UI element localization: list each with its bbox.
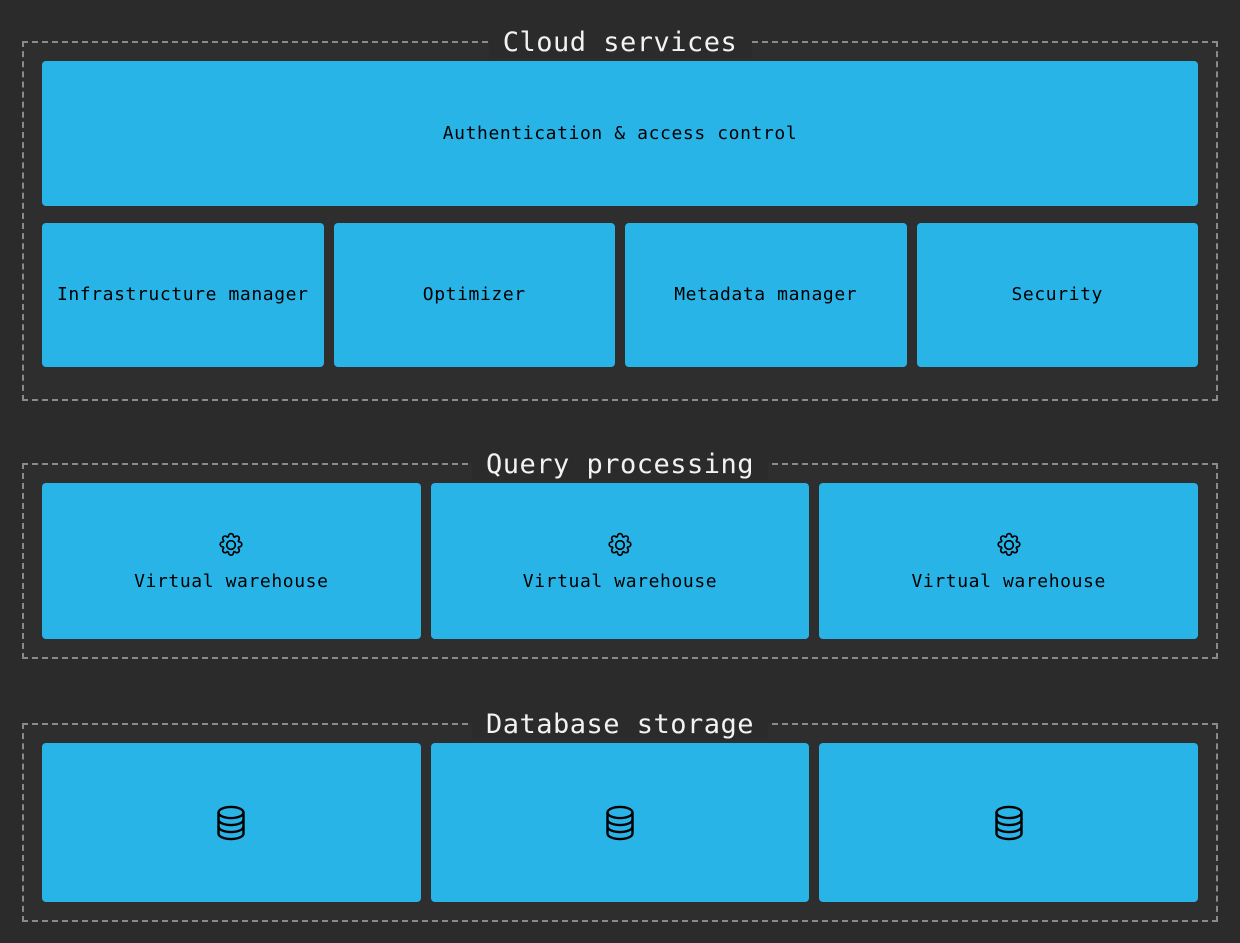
section-query-processing: Query processing Virtual warehouse <box>22 450 1218 659</box>
section-title-cloud-services: Cloud services <box>488 28 752 58</box>
row-query-processing-warehouses: Virtual warehouse Virtual warehouse <box>42 483 1199 639</box>
node-security[interactable]: Security <box>916 223 1198 367</box>
row-database-storage-nodes <box>42 743 1199 902</box>
node-label: Optimizer <box>422 284 526 305</box>
section-body-database-storage <box>42 743 1199 902</box>
node-label: Metadata manager <box>674 284 858 305</box>
node-database-storage-2[interactable] <box>430 743 810 902</box>
node-database-storage-1[interactable] <box>42 743 421 902</box>
gear-icon <box>993 529 1025 561</box>
node-label: Virtual warehouse <box>522 571 718 592</box>
section-body-query-processing: Virtual warehouse Virtual warehouse <box>42 483 1199 639</box>
node-virtual-warehouse-2[interactable]: Virtual warehouse <box>430 483 810 639</box>
database-icon <box>209 801 253 845</box>
database-icon <box>598 801 642 845</box>
node-label: Virtual warehouse <box>134 571 329 592</box>
node-label: Infrastructure manager <box>56 284 309 305</box>
row-cloud-services-components: Infrastructure manager Optimizer Metadat… <box>42 223 1198 367</box>
node-virtual-warehouse-3[interactable]: Virtual warehouse <box>819 483 1199 639</box>
node-authentication-access-control[interactable]: Authentication & access control <box>42 61 1198 206</box>
section-title-database-storage: Database storage <box>471 710 769 740</box>
section-database-storage: Database storage <box>22 710 1218 922</box>
node-infrastructure-manager[interactable]: Infrastructure manager <box>42 223 324 367</box>
node-optimizer[interactable]: Optimizer <box>333 223 615 367</box>
row-cloud-services-primary: Authentication & access control <box>42 61 1198 206</box>
node-database-storage-3[interactable] <box>819 743 1199 902</box>
gear-icon <box>215 529 247 561</box>
section-title-query-processing: Query processing <box>471 450 769 480</box>
section-cloud-services: Cloud services Authentication & access c… <box>22 28 1218 401</box>
section-body-cloud-services: Authentication & access control Infrastr… <box>42 61 1198 381</box>
node-label: Authentication & access control <box>442 122 798 144</box>
node-virtual-warehouse-1[interactable]: Virtual warehouse <box>42 483 421 639</box>
node-label: Security <box>1011 284 1103 305</box>
node-label: Virtual warehouse <box>911 571 1106 592</box>
database-icon <box>987 801 1031 845</box>
gear-icon <box>604 529 636 561</box>
node-metadata-manager[interactable]: Metadata manager <box>625 223 907 367</box>
